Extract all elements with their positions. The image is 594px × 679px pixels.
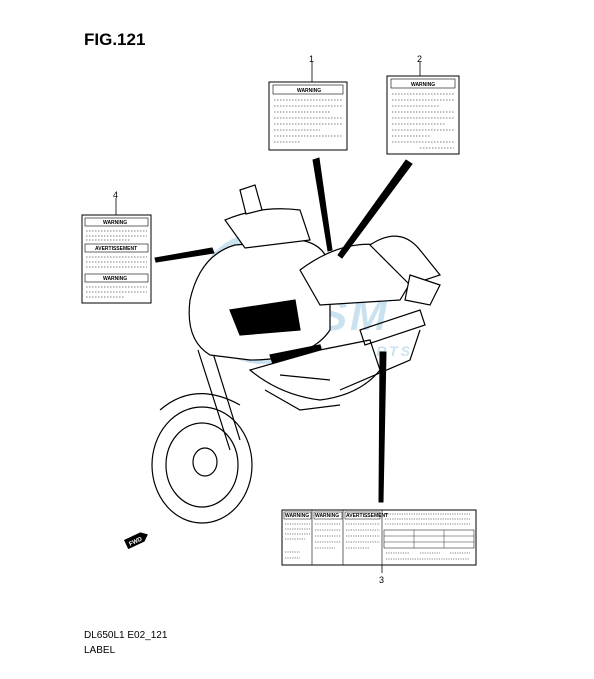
leader-2 xyxy=(337,159,413,259)
section-label: LABEL xyxy=(84,645,116,656)
fwd-arrow-icon: FWD xyxy=(124,532,148,550)
label-3-heading-1: WARNING xyxy=(285,513,309,519)
label-4-heading-2: AVERTISSEMENT xyxy=(95,246,137,252)
callout-number-2: 2 xyxy=(417,54,422,64)
label-2-heading: WARNING xyxy=(411,82,435,88)
label-3-heading-2: WARNING xyxy=(315,513,339,519)
leader-3 xyxy=(378,351,387,503)
label-4-heading-3: WARNING xyxy=(103,276,127,282)
callout-number-4: 4 xyxy=(113,190,118,200)
label-3-heading-3: AVERTISSEMENT xyxy=(346,513,388,519)
figure-title: FIG.121 xyxy=(84,30,146,49)
label-1-heading: WARNING xyxy=(297,88,321,94)
callout-number-3: 3 xyxy=(379,575,384,585)
callout-number-1: 1 xyxy=(309,54,314,64)
label-4-heading-1: WARNING xyxy=(103,220,127,226)
leader-1 xyxy=(312,157,333,252)
leader-4 xyxy=(154,247,215,263)
motorcycle-drawing xyxy=(151,184,442,524)
leader-lines xyxy=(115,62,421,573)
label-3: WARNING WARNING AVERTISSEMENT xyxy=(281,509,477,566)
label-1: WARNING xyxy=(268,81,348,151)
label-4: WARNING AVERTISSEMENT WARNING xyxy=(81,214,152,304)
model-code: DL650L1 E02_121 xyxy=(84,630,168,641)
fwd-label: FWD xyxy=(128,536,144,547)
label-2: WARNING xyxy=(386,75,460,155)
